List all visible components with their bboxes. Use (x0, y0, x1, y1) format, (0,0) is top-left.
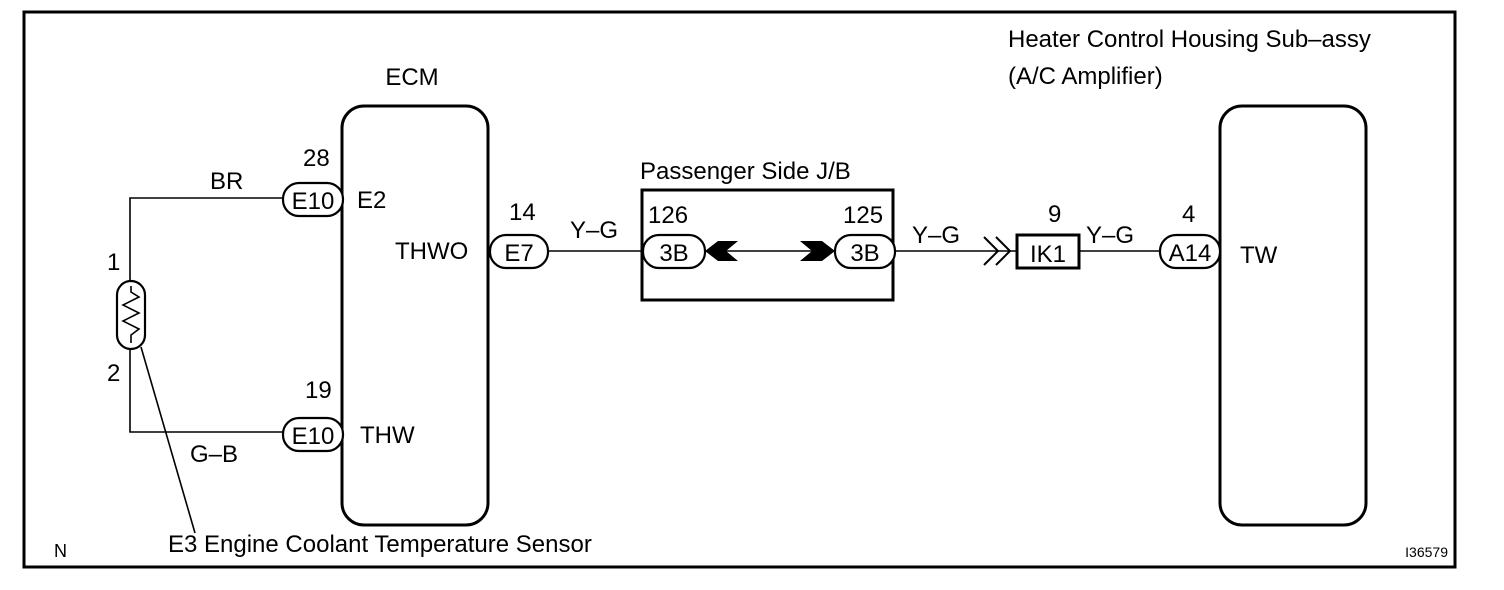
ecm-box (340, 104, 490, 527)
jb-left-arrow-icon (705, 241, 738, 261)
thermistor-resistor-icon (121, 286, 141, 343)
connector-e10-top (281, 181, 345, 218)
ecm-pin-e2: E2 (357, 187, 386, 214)
connector-e10-bottom (281, 416, 345, 453)
wire-label-yg-3: Y–G (1086, 222, 1134, 249)
connector-jb-right-pin: 125 (843, 202, 883, 229)
connector-e7-code: E7 (504, 240, 533, 267)
sensor-pin-2: 2 (107, 360, 120, 387)
amplifier-box (1218, 104, 1368, 527)
connector-e10-top-code: E10 (292, 188, 335, 215)
connector-a14 (1158, 233, 1222, 270)
connector-e7-pin: 14 (509, 199, 536, 226)
sensor-loop-wire (129, 197, 283, 433)
sensor-leader-line (140, 346, 196, 534)
plug-chevron-icon-1 (983, 236, 1000, 266)
ecm-pin-thw: THW (360, 422, 415, 449)
amplifier-title-line1: Heater Control Housing Sub–assy (1008, 26, 1371, 53)
plug-chevron-icon-2 (995, 236, 1012, 266)
connector-jb-left-pin: 126 (648, 202, 688, 229)
jb-right-arrow-icon (800, 241, 835, 261)
corner-mark: N (54, 541, 67, 561)
connector-e10-top-pin: 28 (303, 145, 330, 172)
figure-id: I36579 (1405, 544, 1448, 560)
wire-label-br: BR (210, 168, 243, 195)
amplifier-title-line2: (A/C Amplifier) (1008, 63, 1163, 90)
connector-ik1-code: IK1 (1030, 241, 1066, 268)
connector-e10-bottom-code: E10 (292, 423, 335, 450)
junction-block-title: Passenger Side J/B (640, 158, 851, 185)
diagram-frame (22, 10, 1457, 569)
sensor-label: E3 Engine Coolant Temperature Sensor (168, 531, 592, 558)
connector-jb-right-code: 3B (850, 240, 879, 267)
connector-ik1-pin: 9 (1048, 201, 1061, 228)
ecm-title: ECM (385, 64, 438, 91)
connector-a14-code: A14 (1169, 240, 1212, 267)
wire-label-gb: G–B (190, 441, 238, 468)
connector-e10-bottom-pin: 19 (305, 377, 332, 404)
ecm-pin-thwo: THWO (395, 238, 468, 265)
wire-label-yg-2: Y–G (912, 222, 960, 249)
connector-a14-pin: 4 (1182, 201, 1195, 228)
connector-jb-left-code: 3B (659, 240, 688, 267)
wire-label-yg-1: Y–G (570, 217, 618, 244)
sensor-pin-1: 1 (107, 249, 120, 276)
amplifier-pin-tw: TW (1240, 242, 1278, 269)
